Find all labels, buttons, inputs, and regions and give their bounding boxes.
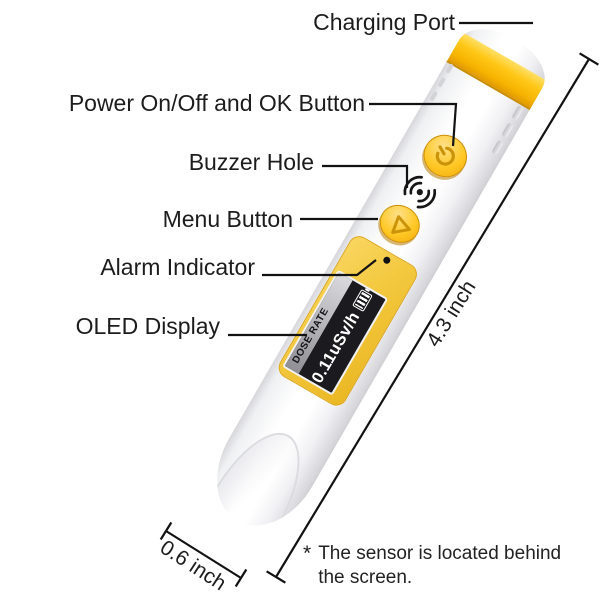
length-dimension-label: 4.3 inch bbox=[422, 276, 481, 352]
vent-slot bbox=[501, 122, 514, 139]
vent-slot bbox=[445, 63, 454, 74]
sensor-footnote: * The sensor is located behind the scree… bbox=[303, 542, 561, 590]
footnote-text: The sensor is located behind the screen. bbox=[318, 542, 561, 590]
width-dimension-tick-right bbox=[234, 568, 248, 588]
asterisk-marker: * bbox=[303, 542, 312, 565]
vent-slot bbox=[429, 90, 438, 102]
length-dimension-tick-top bbox=[579, 52, 599, 66]
width-dimension-label: 0.6 inch bbox=[155, 535, 231, 596]
label-buzzer-hole: Buzzer Hole bbox=[188, 149, 314, 175]
label-alarm-indicator: Alarm Indicator bbox=[100, 254, 255, 280]
label-oled-display: OLED Display bbox=[75, 313, 220, 339]
vent-slot bbox=[437, 77, 446, 88]
pen-tip-seam bbox=[208, 416, 321, 537]
label-menu-button: Menu Button bbox=[162, 206, 293, 232]
charging-port-cap-band bbox=[444, 31, 549, 112]
footnote-line1: The sensor is located behind bbox=[318, 543, 562, 564]
label-charging-port: Charging Port bbox=[313, 9, 455, 35]
label-power-ok-button: Power On/Off and OK Button bbox=[68, 90, 365, 116]
vent-slot bbox=[491, 139, 504, 156]
footnote-line2: the screen. bbox=[318, 567, 413, 588]
length-dimension-tick-bottom bbox=[266, 570, 286, 584]
triangle-icon bbox=[391, 214, 411, 234]
vent-slot bbox=[511, 104, 524, 121]
